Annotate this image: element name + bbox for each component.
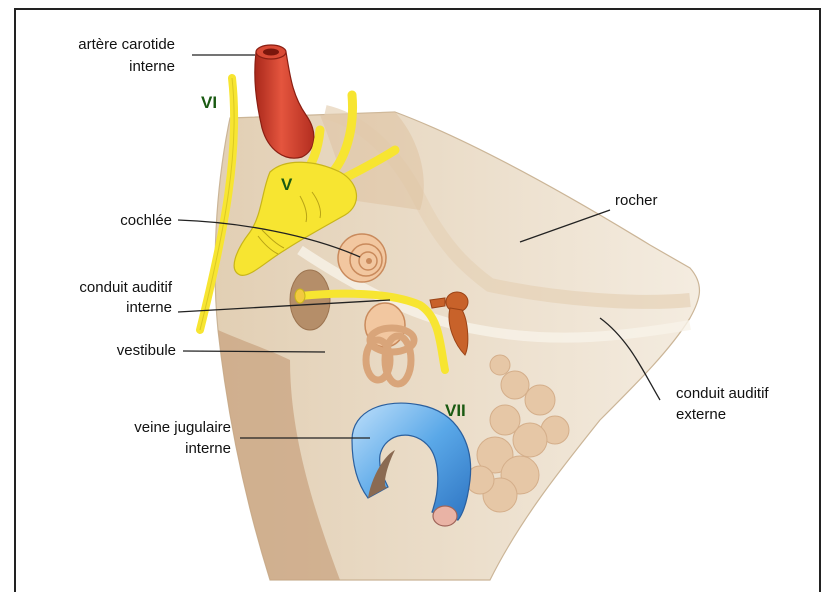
- cochlea-label: cochlée: [120, 212, 172, 229]
- internal-meatus-label-line2: interne: [126, 299, 172, 316]
- nerve-v-label: V: [281, 175, 293, 194]
- external-meatus-label-line2: externe: [676, 406, 726, 423]
- cochlea-shape: [338, 234, 386, 282]
- vestibule-label: vestibule: [117, 342, 176, 359]
- petrous-label: rocher: [615, 192, 658, 209]
- internal-meatus-label-line1: conduit auditif: [79, 279, 172, 296]
- nerve-vii-label: VII: [445, 401, 466, 420]
- carotid-label-line2: interne: [129, 58, 175, 75]
- jugular-label-line2: interne: [185, 440, 231, 457]
- jugular-label-line1: veine jugulaire: [134, 419, 231, 436]
- external-meatus-label-line1: conduit auditif: [676, 385, 769, 402]
- nerve-vi-label: VI: [201, 93, 217, 112]
- carotid-label-line1: artère carotide: [78, 36, 175, 53]
